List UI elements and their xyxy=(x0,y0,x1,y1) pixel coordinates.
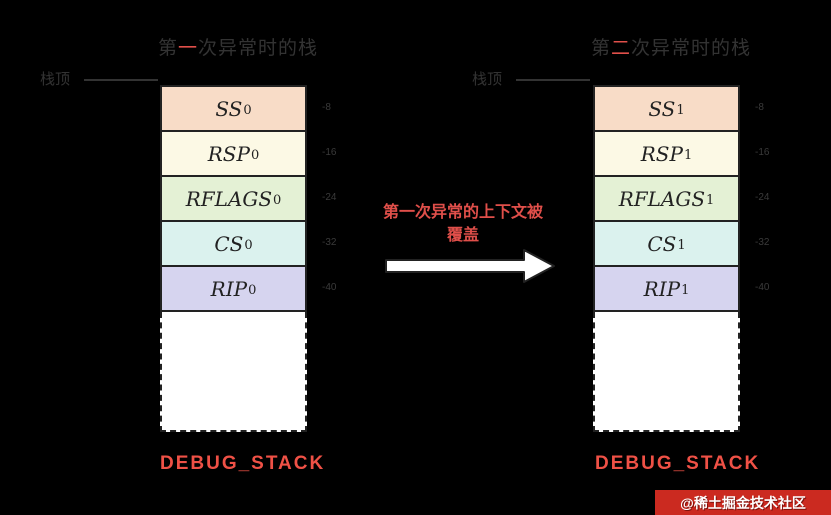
left-leader-line xyxy=(84,79,158,81)
offset-label: -16 xyxy=(322,147,337,158)
row-label: RIP xyxy=(210,276,248,301)
right-title-suffix: 次异常时的栈 xyxy=(631,38,752,59)
row-label: RFLAGS xyxy=(618,186,706,211)
annotation-line2: 覆盖 xyxy=(446,227,479,244)
row-subscript: 1 xyxy=(681,283,690,298)
row-label: RFLAGS xyxy=(185,186,273,211)
row-subscript: 0 xyxy=(248,283,257,298)
right-title-prefix: 第 xyxy=(591,38,612,59)
row-label: RIP xyxy=(643,276,681,301)
left-offset-column: -8 -16 -24 -32 -40 xyxy=(322,85,372,310)
offset-label: -40 xyxy=(322,282,337,293)
row-label: RSP xyxy=(207,141,250,166)
arrow-right-icon xyxy=(385,249,555,283)
row-label: SS xyxy=(215,96,243,121)
row-subscript: 1 xyxy=(706,193,715,208)
left-stack-title: 第一次异常时的栈 xyxy=(158,33,317,60)
offset-label: -40 xyxy=(755,282,770,293)
offset-label: -8 xyxy=(755,102,764,113)
center-annotation: 第一次异常的上下文被 覆盖 xyxy=(372,201,554,247)
left-stack-name: DEBUG_STACK xyxy=(160,453,326,474)
row-label: CS xyxy=(647,231,677,256)
annotation-line1: 第一次异常的上下文被 xyxy=(382,204,543,221)
row-subscript: 1 xyxy=(676,103,685,118)
offset-label: -8 xyxy=(322,102,331,113)
row-subscript: 0 xyxy=(244,238,253,253)
row-subscript: 0 xyxy=(250,148,260,163)
row-subscript: 0 xyxy=(243,103,252,118)
row-subscript: 0 xyxy=(273,193,282,208)
left-title-suffix: 次异常时的栈 xyxy=(198,38,319,59)
watermark-badge: @稀土掘金技术社区 xyxy=(655,490,831,515)
offset-label: -24 xyxy=(322,192,337,203)
offset-label: -16 xyxy=(755,147,770,158)
offset-label: -24 xyxy=(755,192,770,203)
row-label: SS xyxy=(648,96,676,121)
right-empty-stack-region xyxy=(593,312,740,432)
offset-label: -32 xyxy=(755,237,770,248)
right-offset-column: -8 -16 -24 -32 -40 xyxy=(755,85,805,310)
row-subscript: 1 xyxy=(683,148,693,163)
right-leader-line xyxy=(516,79,590,81)
row-label: CS xyxy=(214,231,244,256)
row-subscript: 1 xyxy=(677,238,686,253)
right-title-highlight: 二 xyxy=(611,38,632,59)
left-empty-stack-region xyxy=(160,312,307,432)
left-title-prefix: 第 xyxy=(158,38,179,59)
offset-label: -32 xyxy=(322,237,337,248)
right-stack-title: 第二次异常时的栈 xyxy=(591,33,750,60)
left-title-highlight: 一 xyxy=(178,38,199,59)
row-label: RSP xyxy=(640,141,683,166)
right-stack-name: DEBUG_STACK xyxy=(595,453,761,474)
left-stack-top-label: 栈顶 xyxy=(40,71,71,88)
right-stack-top-label: 栈顶 xyxy=(472,71,503,88)
